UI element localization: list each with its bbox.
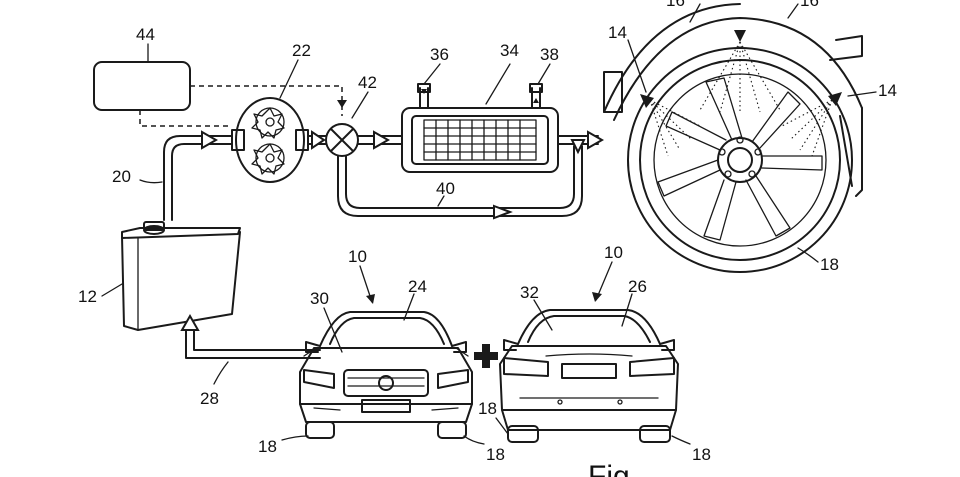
- leader-42: [351, 91, 369, 119]
- flow-arrow-bypass-up: [570, 139, 586, 155]
- leader-30: [323, 307, 343, 353]
- flow-arrow-to-wheel: [587, 130, 605, 150]
- ref-16-right: 16: [800, 0, 819, 10]
- arrow-10-rear: [592, 292, 602, 302]
- bypass-inner: [345, 145, 575, 209]
- flow-arrow-bypass: [493, 204, 513, 220]
- flow-arrow-pump-out: [311, 130, 326, 150]
- pump: [231, 97, 309, 183]
- heat-exchanger: [401, 83, 559, 173]
- ref-28: 28: [200, 389, 219, 408]
- ref-18-wheel: 18: [820, 255, 839, 274]
- ref-14-left: 14: [608, 23, 627, 42]
- leader-36: [423, 63, 441, 85]
- ref-22: 22: [292, 41, 311, 60]
- car-front-view: [299, 311, 473, 439]
- ref-20: 20: [112, 167, 131, 186]
- ref-18-front-right: 18: [486, 445, 505, 464]
- flow-arrow-pump-in: [201, 130, 219, 150]
- leader-38: [537, 63, 551, 85]
- leader-20: [139, 179, 163, 184]
- ref-34: 34: [500, 41, 519, 60]
- leader-28: [213, 361, 229, 385]
- leader-32: [533, 299, 553, 331]
- hose-28-outer: [185, 323, 321, 359]
- spray-nozzle-top: [699, 30, 781, 113]
- spray-nozzle-right: [781, 92, 842, 157]
- ref-14-right: 14: [878, 81, 897, 100]
- valve-circle: [325, 123, 359, 157]
- plus-icon: [474, 344, 498, 368]
- leader-18-rear-right: [671, 435, 691, 445]
- hose-20-outer: [163, 135, 233, 221]
- ref-18-front-left: 18: [258, 437, 277, 456]
- ref-10-front: 10: [348, 247, 367, 266]
- ref-26: 26: [628, 277, 647, 296]
- ref-44: 44: [136, 25, 155, 44]
- leader-18-wheel: [797, 247, 819, 263]
- leader-26: [621, 293, 633, 327]
- leader-12: [101, 283, 123, 297]
- control-line-pump: [139, 110, 232, 127]
- leader-14-right: [847, 91, 877, 97]
- spray-nozzle-left: [640, 94, 701, 157]
- leader-14-left: [627, 39, 647, 93]
- arrow-10-front: [366, 294, 375, 304]
- ref-18-rear-left: 18: [478, 399, 497, 418]
- valve-cross-b: [330, 128, 354, 152]
- ref-32: 32: [520, 283, 539, 302]
- ref-38: 38: [540, 45, 559, 64]
- ref-18-rear-right: 18: [692, 445, 711, 464]
- figure-caption: Fig: [588, 460, 630, 477]
- leader-24: [403, 293, 415, 321]
- leader-18-front-left: [281, 435, 309, 441]
- leader-18-front-right: [463, 435, 485, 445]
- leader-22: [279, 59, 299, 99]
- leader-40: [437, 195, 445, 207]
- ref-42: 42: [358, 73, 377, 92]
- ref-36: 36: [430, 45, 449, 64]
- hose-20-inner: [171, 143, 233, 221]
- flow-arrow-to-heater: [373, 130, 391, 150]
- washer-tank: [121, 221, 241, 331]
- leader-16-right: [787, 3, 799, 19]
- control-unit-box: [93, 61, 191, 111]
- control-arrow-valve: [337, 100, 347, 108]
- ref-12: 12: [78, 287, 97, 306]
- leader-18-rear-left: [495, 417, 509, 435]
- ref-40: 40: [436, 179, 455, 198]
- ref-16-left: 16: [666, 0, 685, 10]
- bypass-outer: [337, 145, 583, 217]
- leader-34: [485, 63, 511, 105]
- leader-16-left: [689, 3, 701, 23]
- wheel-assembly: [603, 3, 863, 273]
- ref-10-rear: 10: [604, 243, 623, 262]
- car-rear-view: [499, 309, 679, 443]
- ref-24: 24: [408, 277, 427, 296]
- flow-arrow-to-tank: [180, 313, 200, 331]
- ref-30: 30: [310, 289, 329, 308]
- hose-28-inner: [193, 327, 321, 351]
